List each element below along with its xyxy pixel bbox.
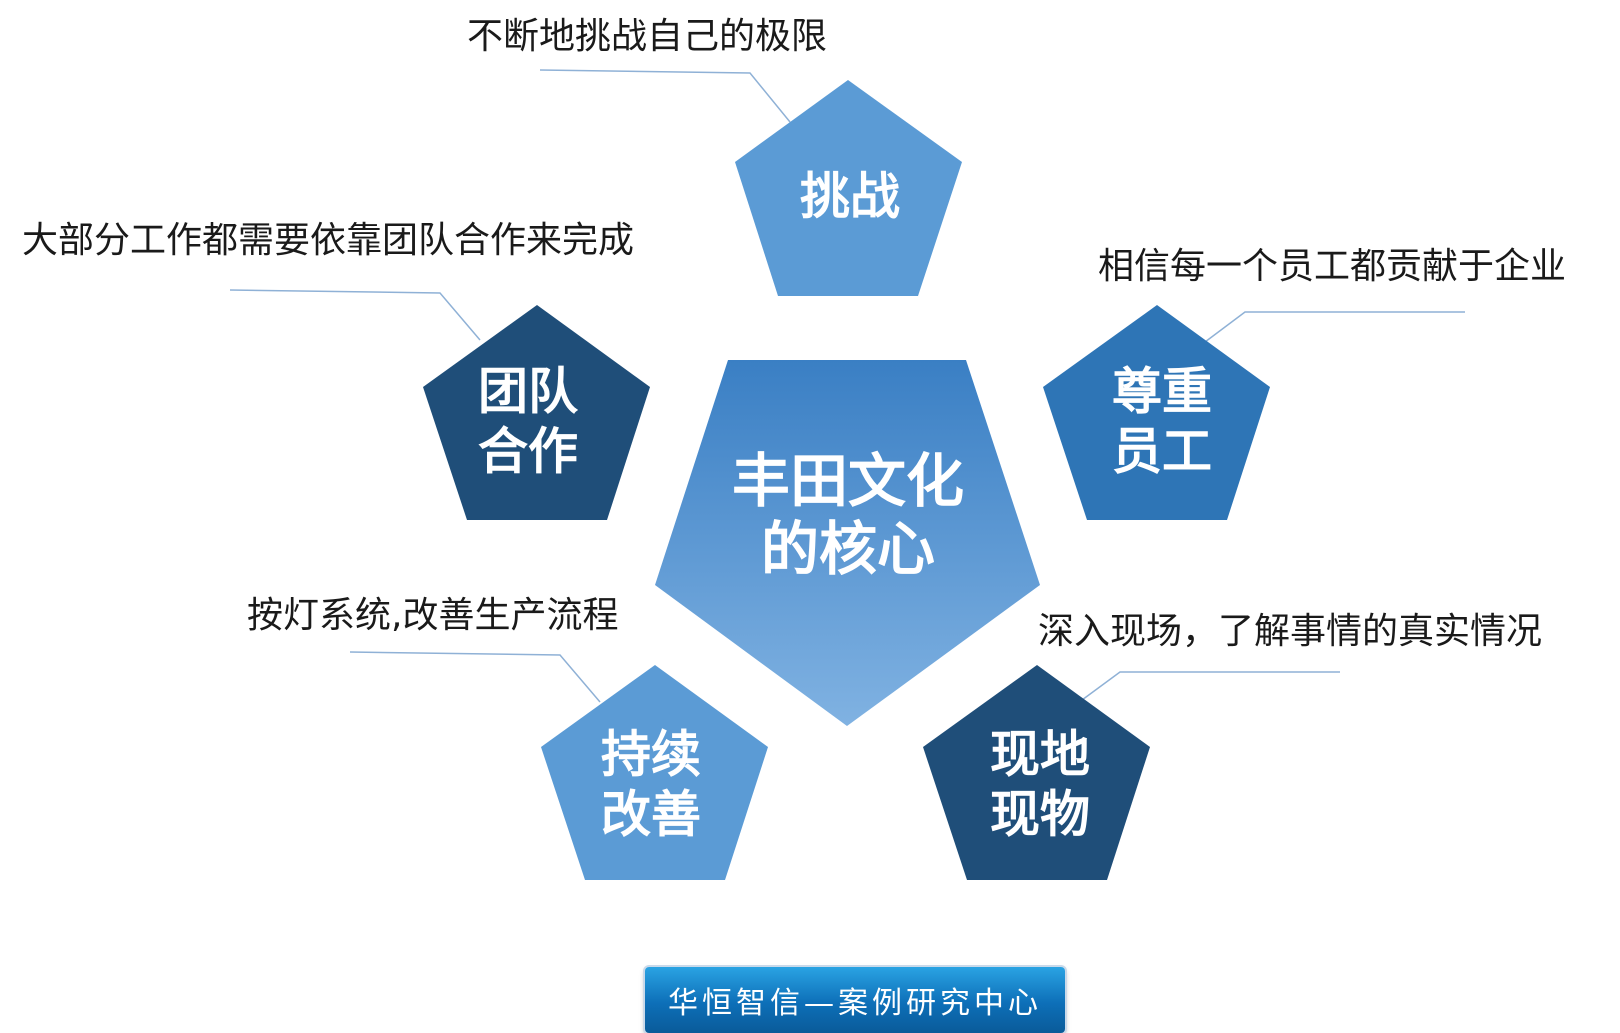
node-respect: 尊重 员工 相信每一个员工都贡献于企业 xyxy=(1043,246,1566,520)
leader-kaizen xyxy=(349,651,601,703)
teamwork-pentagon xyxy=(423,305,650,520)
node-kaizen: 持续 改善 按灯系统,改善生产流程 xyxy=(247,595,768,880)
center-node: 丰田文化 的核心 xyxy=(655,360,1040,726)
leader-respect xyxy=(1204,311,1465,343)
challenge-pentagon xyxy=(735,80,962,296)
footer-badge: 华恒智信—案例研究中心 xyxy=(645,967,1065,1033)
challenge-description: 不断地挑战自己的极限 xyxy=(467,16,827,57)
center-title-line1: 丰田文化 xyxy=(732,447,964,515)
genba-label-line1: 现地 xyxy=(990,726,1090,784)
leader-challenge xyxy=(539,69,791,123)
center-pentagon xyxy=(655,360,1040,726)
respect-pentagon xyxy=(1043,305,1270,520)
teamwork-description: 大部分工作都需要依靠团队合作来完成 xyxy=(22,220,634,261)
genba-pentagon xyxy=(923,665,1150,880)
node-teamwork: 团队 合作 大部分工作都需要依靠团队合作来完成 xyxy=(22,220,650,520)
kaizen-pentagon xyxy=(541,665,768,880)
node-challenge: 挑战 不断地挑战自己的极限 xyxy=(467,16,962,296)
leader-lines xyxy=(229,69,1465,703)
kaizen-description: 按灯系统,改善生产流程 xyxy=(247,595,618,636)
footer-label: 华恒智信—案例研究中心 xyxy=(668,986,1042,1021)
genba-description: 深入现场，了解事情的真实情况 xyxy=(1038,611,1542,652)
respect-description: 相信每一个员工都贡献于企业 xyxy=(1098,246,1566,287)
respect-label-line2: 员工 xyxy=(1112,423,1212,481)
leader-teamwork xyxy=(229,289,481,341)
leader-genba xyxy=(1081,671,1340,701)
kaizen-label-line1: 持续 xyxy=(601,726,701,784)
node-genba: 现地 现物 深入现场，了解事情的真实情况 xyxy=(923,611,1542,880)
kaizen-label-line2: 改善 xyxy=(601,786,701,844)
genba-label-line2: 现物 xyxy=(990,786,1090,844)
challenge-label: 挑战 xyxy=(800,168,900,226)
respect-label-line1: 尊重 xyxy=(1112,363,1212,421)
center-title-line2: 的核心 xyxy=(761,515,935,583)
teamwork-label-line2: 合作 xyxy=(478,423,578,481)
teamwork-label-line1: 团队 xyxy=(478,363,579,421)
